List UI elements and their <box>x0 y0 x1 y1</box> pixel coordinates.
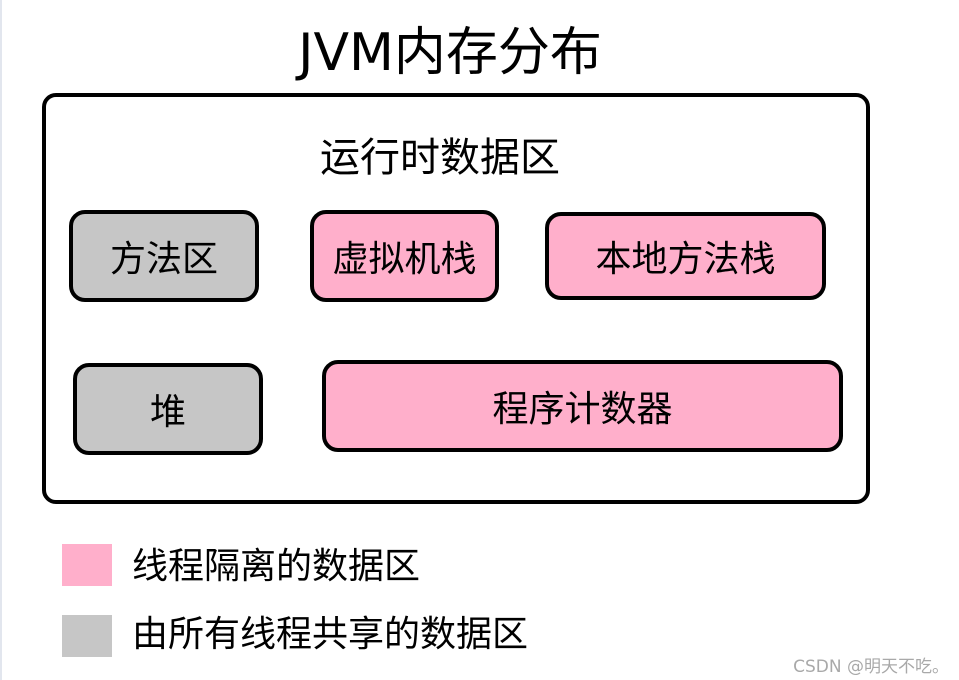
vm-stack-label: 虚拟机栈 <box>332 239 477 280</box>
left-edge-line <box>0 0 2 680</box>
method-area-box: 方法区 <box>69 210 259 302</box>
runtime-data-area-label: 运行时数据区 <box>320 135 560 181</box>
legend-label-thread-shared: 由所有线程共享的数据区 <box>132 614 529 655</box>
program-counter-box: 程序计数器 <box>322 360 843 452</box>
legend-swatch-thread-private <box>62 544 112 586</box>
method-area-label: 方法区 <box>109 239 218 280</box>
legend-label-thread-private: 线程隔离的数据区 <box>132 546 421 587</box>
watermark: CSDN @明天不吃。 <box>793 657 949 677</box>
heap-label: 堆 <box>149 392 186 433</box>
diagram-title: JVM内存分布 <box>298 23 602 83</box>
native-method-stack-box: 本地方法栈 <box>545 212 826 300</box>
native-method-stack-label: 本地方法栈 <box>595 239 776 280</box>
heap-box: 堆 <box>73 363 263 455</box>
program-counter-label: 程序计数器 <box>492 389 673 430</box>
vm-stack-box: 虚拟机栈 <box>310 210 499 302</box>
legend-swatch-thread-shared <box>62 615 112 657</box>
